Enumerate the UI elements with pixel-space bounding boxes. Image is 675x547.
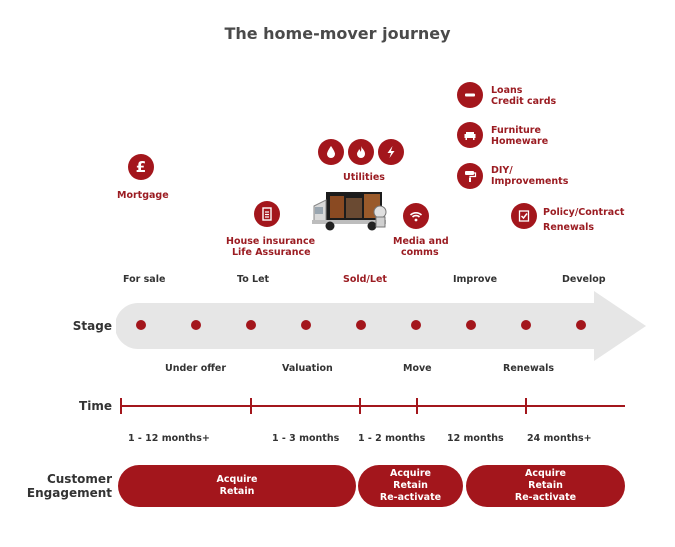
water-drop-icon	[318, 139, 344, 165]
pill-text: Re-activate	[379, 492, 442, 503]
pill-text: Acquire	[525, 468, 566, 479]
policy-contract-label: Policy/Contract	[543, 207, 625, 218]
stage-label-under-offer: Under offer	[165, 363, 227, 374]
time-tick	[250, 398, 252, 414]
loans-label: Loans	[491, 85, 523, 96]
utilities-label: Utilities	[343, 172, 385, 183]
engagement-pill-3: Acquire Retain Re-activate	[466, 465, 625, 507]
wifi-icon	[403, 203, 429, 229]
stage-label-for-sale: For sale	[123, 274, 166, 285]
engagement-label-line: Engagement	[26, 486, 112, 500]
time-section-label: Time	[79, 399, 112, 413]
stage-dot	[191, 320, 201, 330]
stage-dot	[246, 320, 256, 330]
time-label: 1 - 12 months+	[128, 433, 210, 444]
house-insurance-label: House insurance	[226, 236, 316, 247]
time-label: 24 months+	[527, 433, 592, 444]
engagement-label-line: Customer	[46, 472, 112, 486]
time-tick	[416, 398, 418, 414]
time-label: 1 - 3 months	[272, 433, 340, 444]
life-assurance-label: Life Assurance	[232, 247, 311, 258]
stage-dot	[301, 320, 311, 330]
checklist-icon	[511, 203, 537, 229]
paint-roller-icon	[457, 163, 483, 189]
diy-label: DIY/	[491, 165, 513, 176]
document-icon	[254, 201, 280, 227]
time-label: 1 - 2 months	[358, 433, 426, 444]
time-line	[120, 405, 625, 407]
stage-label-sold-let: Sold/Let	[343, 274, 387, 285]
improvements-label: Improvements	[491, 176, 569, 187]
pill-text: Re-activate	[514, 492, 577, 503]
pill-text: Retain	[393, 480, 428, 491]
stage-label-valuation: Valuation	[282, 363, 333, 374]
time-tick	[525, 398, 527, 414]
sofa-icon	[457, 122, 483, 148]
stage-section-label: Stage	[72, 319, 112, 333]
engagement-pill-1: Acquire Retain	[118, 465, 356, 507]
credit-cards-label: Credit cards	[491, 96, 557, 107]
stage-label-improve: Improve	[453, 274, 498, 285]
stage-dot	[576, 320, 586, 330]
no-entry-icon	[457, 82, 483, 108]
pill-text: Acquire	[216, 474, 258, 485]
mortgage-label: Mortgage	[117, 190, 169, 201]
homeware-label: Homeware	[491, 136, 549, 147]
time-tick	[120, 398, 122, 414]
stage-dot	[411, 320, 421, 330]
page-title: The home-mover journey	[224, 24, 451, 43]
lightning-icon	[378, 139, 404, 165]
stage-dot	[521, 320, 531, 330]
media-label: Media and	[393, 236, 449, 247]
stage-arrow	[116, 291, 646, 361]
engagement-pill-2: Acquire Retain Re-activate	[358, 465, 463, 507]
stage-label-to-let: To Let	[237, 274, 270, 285]
time-label: 12 months	[447, 433, 504, 444]
pill-text: Acquire	[390, 468, 431, 479]
pill-text: Retain	[528, 480, 563, 491]
comms-label: comms	[401, 247, 439, 258]
pound-icon: £	[128, 154, 154, 180]
stage-dot	[136, 320, 146, 330]
time-tick	[359, 398, 361, 414]
furniture-label: Furniture	[491, 125, 541, 136]
flame-icon	[348, 139, 374, 165]
engagement-section-label: Customer Engagement	[20, 472, 112, 500]
stage-label-develop: Develop	[562, 274, 606, 285]
stage-label-move: Move	[403, 363, 432, 374]
pill-text: Retain	[219, 486, 255, 497]
stage-dot	[466, 320, 476, 330]
stage-dot	[356, 320, 366, 330]
stage-label-renewals: Renewals	[503, 363, 555, 374]
removal-van-icon	[312, 186, 396, 232]
renewals-product-label: Renewals	[543, 222, 595, 233]
